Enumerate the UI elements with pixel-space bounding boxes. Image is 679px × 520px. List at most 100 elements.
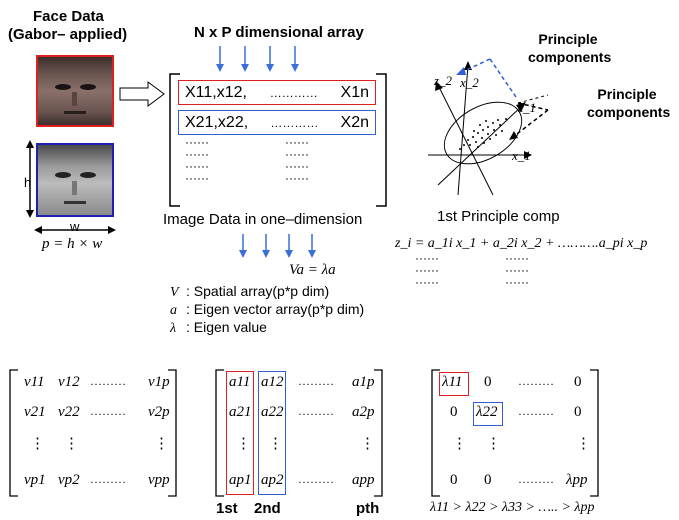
a-cell: a1p bbox=[352, 374, 375, 390]
v-cell: v2p bbox=[148, 404, 170, 420]
def-a-text: Eigen vector array(p*p dim) bbox=[193, 301, 365, 317]
lambda-cell: λpp bbox=[566, 472, 588, 488]
definitions-list: V: Spatial array(p*p dim) a: Eigen vecto… bbox=[170, 283, 364, 337]
second-column-highlight bbox=[258, 371, 286, 495]
face-image-red bbox=[36, 55, 114, 127]
def-lambda-text: Eigen value bbox=[193, 319, 267, 335]
dots-col-left bbox=[186, 142, 208, 180]
lambda-cell: 0 bbox=[484, 374, 492, 390]
lambda-matrix-brackets bbox=[431, 369, 599, 497]
v-cell: v1p bbox=[148, 374, 170, 390]
array-filler-dots bbox=[186, 142, 308, 180]
v-cell: vp2 bbox=[58, 472, 80, 488]
v-cell: ……… bbox=[90, 472, 126, 486]
v-cell: ……… bbox=[90, 404, 126, 418]
row2-right: X2n bbox=[340, 113, 369, 131]
array-row-2: X21,x22, ………… X2n bbox=[178, 110, 376, 135]
pc-label-right: Principle components bbox=[587, 86, 671, 120]
a-cell: ⋮ bbox=[236, 436, 251, 452]
hollow-arrow-right bbox=[119, 81, 165, 107]
blue-dashed-line-1 bbox=[489, 58, 517, 98]
face-features-gray bbox=[55, 172, 96, 204]
z1-axis bbox=[437, 104, 524, 186]
lambda-cell: 0 bbox=[484, 472, 492, 488]
array-brackets bbox=[169, 73, 387, 207]
formula-filler-dots bbox=[416, 258, 528, 284]
a-cell: a12 bbox=[261, 374, 284, 390]
array-row-1: X11,x12, ………… X1n bbox=[178, 80, 376, 105]
v-cell: vpp bbox=[148, 472, 170, 488]
p-formula: p = h × w bbox=[42, 236, 103, 252]
lambda11-highlight bbox=[439, 372, 469, 396]
lambda-cell: ……… bbox=[518, 472, 554, 486]
x2-axis-label: x_2 bbox=[460, 75, 479, 90]
def-a: a: Eigen vector array(p*p dim) bbox=[170, 301, 365, 318]
first-column-highlight bbox=[226, 371, 254, 495]
a-cell: ap1 bbox=[229, 472, 252, 488]
a-cell: ap2 bbox=[261, 472, 284, 488]
array-title: N x P dimensional array bbox=[194, 24, 364, 41]
v-cell: ⋮ bbox=[154, 436, 169, 452]
v-matrix: v11 v12 ……… v1p v21 v22 ……… v2p ⋮ ⋮ ⋮ vp… bbox=[8, 368, 178, 498]
z2-axis bbox=[437, 84, 494, 196]
h-label: h bbox=[24, 175, 32, 190]
def-lambda: λ: Eigen value bbox=[170, 319, 267, 336]
pc-label-top: Principle components bbox=[528, 31, 612, 65]
lambda-ordering: λ11 > λ22 > λ33 > ….. > λpp bbox=[430, 500, 595, 515]
v-cell: v22 bbox=[58, 404, 80, 420]
x2-axis bbox=[457, 64, 469, 196]
a-cell: ……… bbox=[298, 374, 334, 388]
lambda-cell: λ11 bbox=[442, 374, 463, 390]
row1-left: X11,x12, bbox=[185, 83, 247, 101]
a-matrix: a11 a12 ……… a1p a21 a22 ……… a2p ⋮ ⋮ ⋮ ap… bbox=[214, 368, 384, 498]
lambda-cell: 0 bbox=[574, 404, 582, 420]
a-cell: a21 bbox=[229, 404, 252, 420]
z2-axis-label: z_2 bbox=[434, 73, 453, 88]
col-label-1st: 1st bbox=[216, 500, 238, 517]
lambda-cell: ⋮ bbox=[486, 436, 501, 452]
v-cell: ⋮ bbox=[64, 436, 79, 452]
def-v-sym: V bbox=[170, 285, 179, 300]
a-cell: a11 bbox=[229, 374, 251, 390]
pca-scatter-diagram bbox=[428, 58, 549, 196]
dots-col-right bbox=[286, 142, 308, 180]
a-cell: ……… bbox=[298, 472, 334, 486]
a-cell: ⋮ bbox=[268, 436, 283, 452]
input-arrows bbox=[216, 46, 299, 72]
def-lambda-sym: λ bbox=[170, 321, 177, 336]
lambda-cell: ……… bbox=[518, 374, 554, 388]
face-data-subtitle: (Gabor– applied) bbox=[8, 26, 128, 43]
a-matrix-brackets bbox=[215, 369, 383, 497]
a-cell: a22 bbox=[261, 404, 284, 420]
lambda-cell: ⋮ bbox=[452, 436, 467, 452]
lambda-cell: 0 bbox=[450, 404, 458, 420]
eigen-equation: Va = λa bbox=[289, 262, 336, 278]
v-cell: v12 bbox=[58, 374, 80, 390]
col-label-2nd: 2nd bbox=[254, 500, 281, 517]
black-dashed-line-1 bbox=[517, 102, 549, 111]
row2-dots: ………… bbox=[270, 115, 319, 130]
def-a-sym: a bbox=[170, 303, 177, 318]
row1-right: X1n bbox=[340, 83, 369, 101]
face-data-title: Face Data bbox=[33, 8, 104, 25]
def-v: V: Spatial array(p*p dim) bbox=[170, 283, 330, 300]
v-cell: v21 bbox=[24, 404, 46, 420]
row1-dots: ………… bbox=[269, 85, 318, 100]
v-matrix-brackets bbox=[9, 369, 177, 497]
w-label: w bbox=[70, 219, 80, 234]
data-ellipse bbox=[443, 101, 523, 165]
z-formula: z_i = a_1i x_1 + a_2i x_2 + ……….a_pi x_p bbox=[395, 236, 648, 251]
black-dashed-line-2 bbox=[512, 109, 549, 138]
lambda-matrix: λ11 0 ……… 0 0 λ22 ……… 0 ⋮ ⋮ ⋮ 0 0 ……… λp… bbox=[430, 368, 600, 498]
lambda22-highlight bbox=[473, 402, 503, 426]
face-image-blue bbox=[36, 143, 114, 217]
a-cell: ⋮ bbox=[360, 436, 375, 452]
col-label-pth: pth bbox=[356, 500, 380, 517]
a-cell: ……… bbox=[298, 404, 334, 418]
blue-dashed-line-2 bbox=[459, 58, 491, 74]
lambda-cell: 0 bbox=[574, 374, 582, 390]
x1-axis-label: x_1 bbox=[512, 148, 531, 163]
output-arrows bbox=[239, 234, 316, 258]
row2-left: X21,x22, bbox=[185, 113, 249, 131]
a-cell: app bbox=[352, 472, 375, 488]
